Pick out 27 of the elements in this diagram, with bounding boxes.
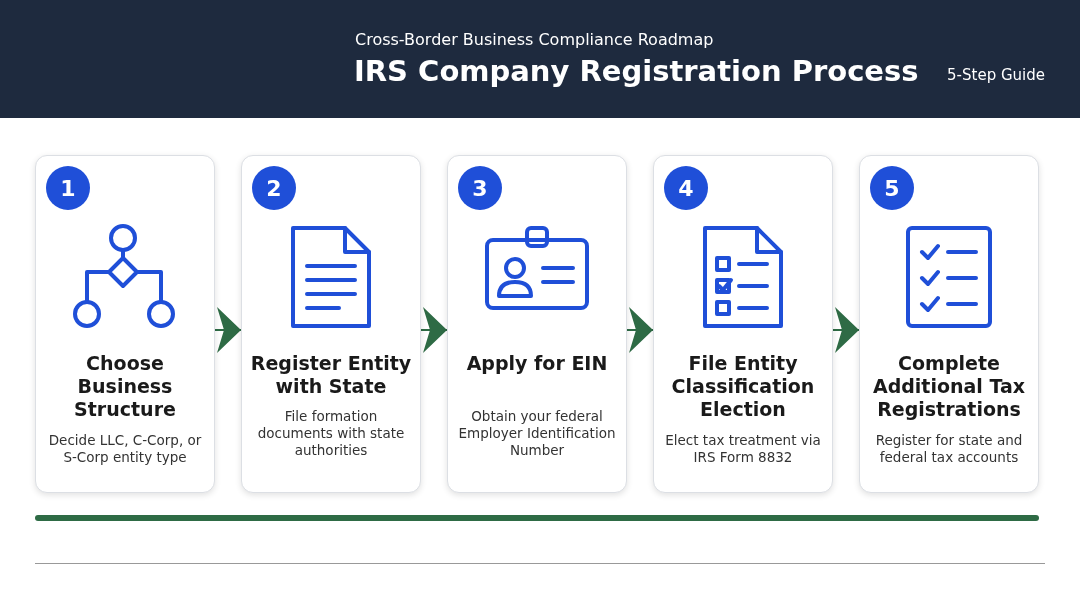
chevron-arrow [832,307,860,353]
step-number-badge: 1 [46,166,90,210]
step-number-badge: 3 [458,166,502,210]
step-number-badge: 4 [664,166,708,210]
step-card [241,155,421,493]
step-title: File Entity Classification Election [670,352,816,421]
step-card [859,155,1039,493]
step-card [35,155,215,493]
chevron-arrow [214,307,242,353]
step-title: Choose Business Structure [73,352,177,421]
step-number-badge: 5 [870,166,914,210]
title: IRS Company Registration Process [354,54,919,88]
step-card [653,155,833,493]
chevron-arrow [626,307,654,353]
step-description: Obtain your federal Employer Identification Number [457,408,617,459]
step-card [447,155,627,493]
chevron-arrow [420,307,448,353]
subtitle: Cross-Border Business Compliance Roadmap [355,30,714,49]
step-description: Decide LLC, C-Corp, or S-Corp entity type [47,432,203,466]
step-description: Elect tax treatment via IRS Form 8832 [664,432,822,466]
step-count-note: 5-Step Guide [947,66,1045,84]
step-description: File formation documents with state authorities [256,408,406,459]
step-number-badge: 2 [252,166,296,210]
step-description: Register for state and federal tax accounts [874,432,1024,466]
step-title: Register Entity with State [249,352,413,398]
step-title: Complete Additional Tax Registrations [871,352,1027,421]
step-title: Apply for EIN [465,352,609,375]
